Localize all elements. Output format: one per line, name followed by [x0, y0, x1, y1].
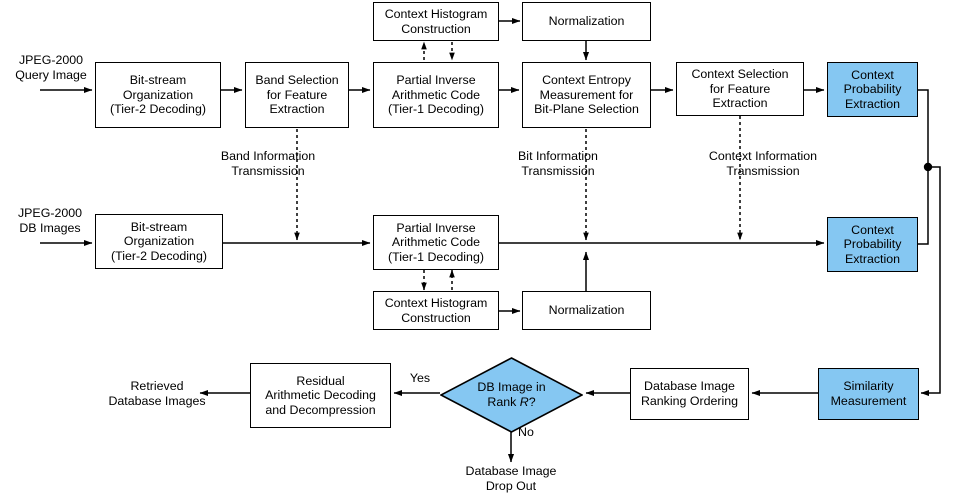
wire-bus-to-similarity	[920, 166, 941, 397]
node-similarity-measurement[interactable]: Similarity Measurement	[818, 368, 919, 420]
node-context-selection[interactable]: Context Selection for Feature Extraction	[676, 62, 804, 116]
node-database-image-ranking-ordering[interactable]: Database Image Ranking Ordering	[630, 368, 749, 420]
node-query-partial-inverse-arithmetic-code[interactable]: Partial Inverse Arithmetic Code (Tier-1 …	[373, 62, 499, 128]
diamond-shape	[440, 357, 583, 433]
node-db-context-probability-extraction[interactable]: Context Probability Extraction	[827, 217, 918, 272]
label-bit-information-transmission: Bit Information Transmission	[518, 149, 598, 178]
node-query-context-histogram-construction[interactable]: Context Histogram Construction	[373, 2, 499, 41]
label-query-input: JPEG-2000 Query Image	[15, 53, 87, 82]
node-query-bitstream-organization[interactable]: Bit-stream Organization (Tier-2 Decoding…	[95, 62, 221, 128]
label-database-image-drop-out: Database Image Drop Out	[465, 464, 557, 493]
node-query-normalization[interactable]: Normalization	[522, 2, 651, 41]
node-db-context-histogram-construction[interactable]: Context Histogram Construction	[373, 291, 499, 330]
node-query-context-probability-extraction[interactable]: Context Probability Extraction	[827, 62, 918, 117]
label-band-information-transmission: Band Information Transmission	[220, 149, 316, 178]
node-context-entropy-measurement[interactable]: Context Entropy Measurement for Bit-Plan…	[522, 62, 651, 128]
wire-cpe1-to-bus	[918, 89, 929, 167]
label-yes: Yes	[409, 371, 431, 385]
node-db-partial-inverse-arithmetic-code[interactable]: Partial Inverse Arithmetic Code (Tier-1 …	[373, 215, 499, 270]
label-db-input: JPEG-2000 DB Images	[17, 206, 83, 235]
node-db-normalization[interactable]: Normalization	[522, 291, 651, 330]
label-no: No	[518, 425, 534, 439]
decision-line2-prefix: Rank	[487, 395, 520, 409]
decision-rank-variable: R	[519, 395, 529, 409]
decision-line2-suffix: ?	[528, 395, 536, 409]
decision-line1: DB Image in	[477, 380, 546, 395]
label-context-information-transmission: Context Information Transmission	[708, 149, 818, 178]
node-db-bitstream-organization[interactable]: Bit-stream Organization (Tier-2 Decoding…	[95, 214, 223, 269]
label-retrieved-database-images: Retrieved Database Images	[108, 379, 206, 408]
node-band-selection[interactable]: Band Selection for Feature Extraction	[245, 62, 349, 128]
node-residual-arithmetic-decoding[interactable]: Residual Arithmetic Decoding and Decompr…	[250, 363, 391, 428]
wire-cpe2-to-bus	[918, 167, 929, 245]
